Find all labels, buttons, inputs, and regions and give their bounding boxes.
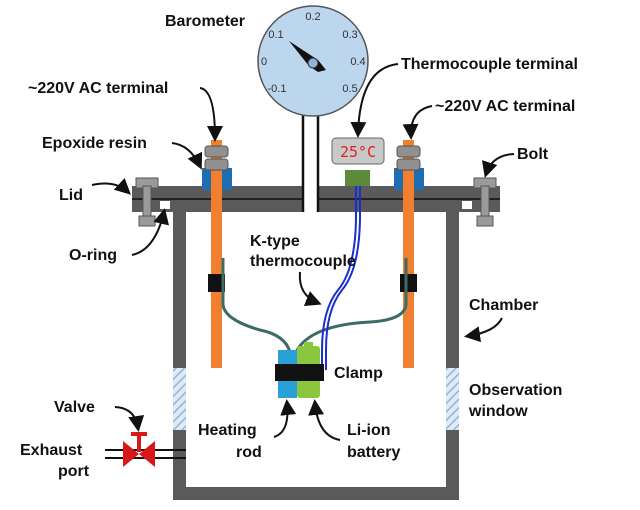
arrow-valve xyxy=(114,406,145,432)
label-lid: Lid xyxy=(59,187,83,204)
ac-terminal-left xyxy=(202,140,232,368)
label-ac-terminal-right: ~220V AC terminal xyxy=(435,98,575,115)
leader-arrows xyxy=(91,63,515,441)
barometer-stem xyxy=(301,110,320,212)
thermocouple-terminal: 25°C xyxy=(331,137,385,186)
arrow-lid xyxy=(91,177,131,195)
chamber xyxy=(173,210,459,500)
gauge-tick: 0.3 xyxy=(342,29,357,41)
label-li-ion: Li-ion xyxy=(347,422,391,439)
gauge-tick: 0.2 xyxy=(305,11,320,23)
label-battery: battery xyxy=(347,444,400,461)
observation-window-right xyxy=(446,368,459,430)
arrow-chamber xyxy=(464,317,503,343)
label-port: port xyxy=(58,463,90,480)
gauge-tick: -0.1 xyxy=(268,83,287,95)
label-ac-terminal-left: ~220V AC terminal xyxy=(28,80,168,97)
bolt-right xyxy=(473,177,497,227)
label-chamber: Chamber xyxy=(469,297,538,314)
arrow-bolt xyxy=(481,153,515,178)
gauge-pivot xyxy=(307,57,319,69)
label-exhaust: Exhaust xyxy=(20,442,83,459)
label-valve: Valve xyxy=(54,399,95,416)
label-clamp: Clamp xyxy=(334,365,383,382)
o-ring-left xyxy=(160,201,170,209)
label-rod: rod xyxy=(236,444,262,461)
label-thermocouple-terminal: Thermocouple terminal xyxy=(401,56,578,73)
arrow-battery xyxy=(308,399,341,441)
arrow-thermo-terminal xyxy=(350,63,399,138)
arrow-ac-right xyxy=(402,105,433,140)
label-observation: Observation xyxy=(469,382,562,399)
label-bolt: Bolt xyxy=(517,146,549,163)
arrow-k-type xyxy=(298,271,322,306)
arrow-ac-left xyxy=(199,87,223,142)
clamp xyxy=(275,364,324,381)
gauge-tick: 0.5 xyxy=(342,83,357,95)
label-thermocouple: thermocouple xyxy=(250,253,356,270)
o-ring-right xyxy=(462,201,472,209)
arrow-heating-rod xyxy=(273,399,297,438)
gauge-tick: 0 xyxy=(261,56,267,68)
arrow-epoxide xyxy=(171,142,203,170)
label-heating: Heating xyxy=(198,422,257,439)
observation-window-left xyxy=(173,368,186,430)
gauge-tick: 0.1 xyxy=(268,29,283,41)
label-epoxide-resin: Epoxide resin xyxy=(42,135,147,152)
thermocouple-wire xyxy=(321,186,361,370)
temperature-display: 25°C xyxy=(340,143,376,161)
label-barometer: Barometer xyxy=(165,13,245,30)
gauge-tick: 0.4 xyxy=(350,56,365,68)
valve xyxy=(123,432,155,467)
label-k-type: K-type xyxy=(250,233,300,250)
label-window: window xyxy=(468,403,528,420)
barometer-gauge: 0.2 0.1 0.3 0 0.4 -0.1 0.5 xyxy=(257,5,369,117)
ac-terminal-right xyxy=(394,140,424,368)
heater-wires xyxy=(221,258,408,353)
arrow-o-ring xyxy=(131,208,170,256)
label-o-ring: O-ring xyxy=(69,247,117,264)
